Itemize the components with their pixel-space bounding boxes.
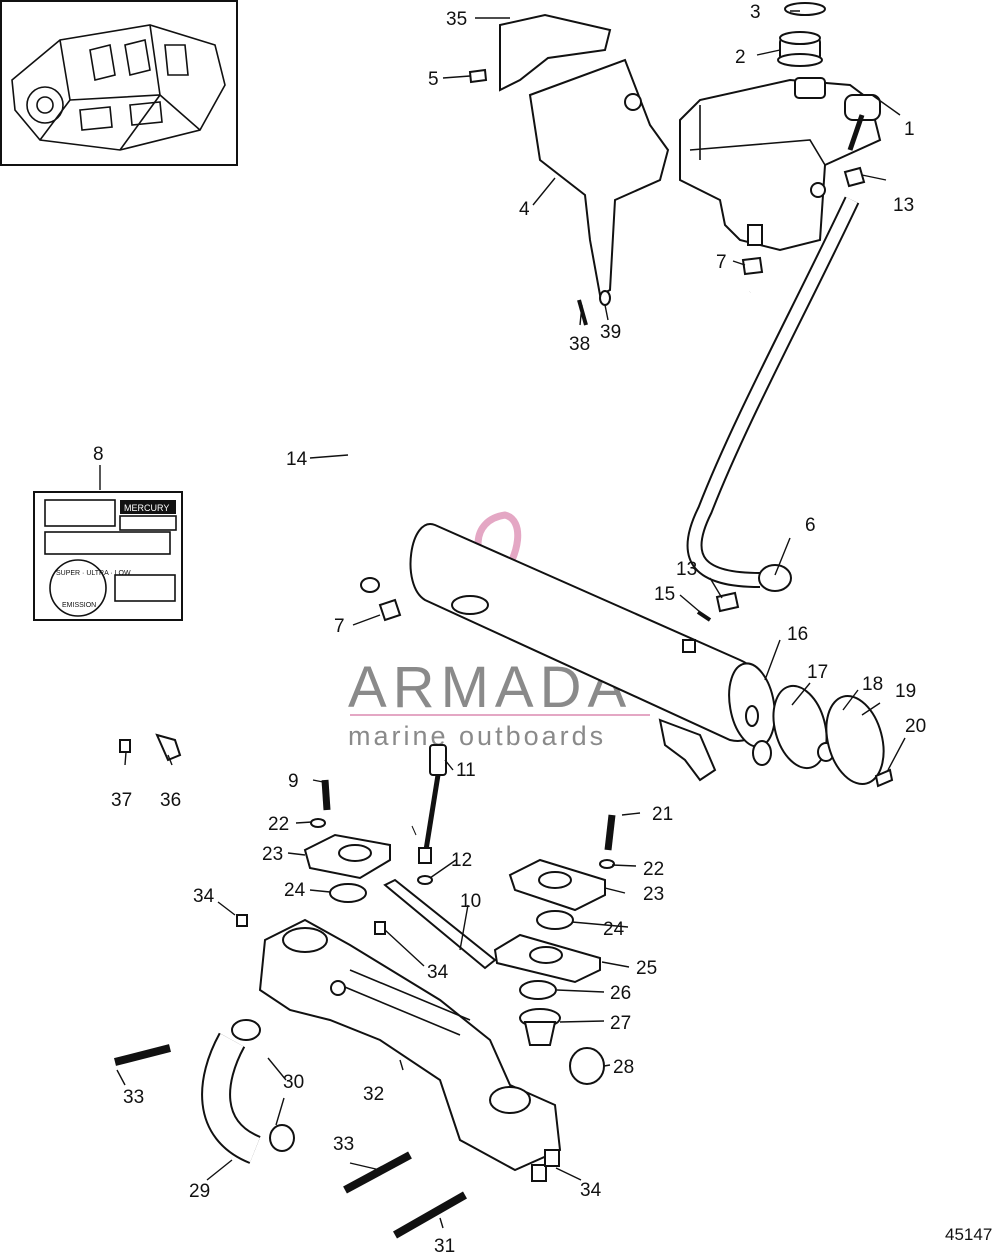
callout-37: 37 [111,790,132,811]
callout-27: 27 [610,1013,631,1034]
callout-9: 9 [288,771,299,792]
callout-13a: 13 [893,195,914,216]
o-ring-24-right [536,910,574,930]
cap-seal [784,2,826,16]
callout-32: 32 [363,1084,384,1105]
coolant-reservoir [679,77,882,252]
callout-15: 15 [654,584,675,605]
callout-25: 25 [636,958,657,979]
callout-10: 10 [460,891,481,912]
callout-39: 39 [600,322,621,343]
callout-5: 5 [428,69,439,90]
callout-26: 26 [610,983,631,1004]
callout-29: 29 [189,1181,210,1202]
callout-18: 18 [862,674,883,695]
callout-21: 21 [652,804,673,825]
callout-33b: 33 [333,1134,354,1155]
callout-33a: 33 [123,1087,144,1108]
end-cap-19 [825,694,885,786]
decal-sheet: MERCURY SUPER · ULTRA · LOW EMISSION [33,491,183,621]
callout-17: 17 [807,662,828,683]
watermark-tagline: marine outboards [348,721,606,751]
callout-3: 3 [750,2,761,23]
callout-23a: 23 [262,844,283,865]
callout-24a: 24 [284,880,306,901]
callout-34a: 34 [193,886,215,907]
callout-28: 28 [613,1057,634,1078]
callout-12: 12 [451,850,472,871]
decal-seal-top: SUPER · ULTRA · LOW [56,570,131,577]
strip-10 [383,878,497,970]
callout-13b: 13 [676,559,697,580]
fasteners [114,68,866,1239]
callout-7a: 7 [716,252,727,273]
callout-11: 11 [456,760,476,781]
bracket-4 [528,58,670,297]
callout-8: 8 [93,444,104,465]
bracket-35 [499,13,612,92]
manifold [258,918,562,1172]
reservoir-cap [777,31,823,67]
callout-4: 4 [519,199,530,220]
end-cap-gasket [772,684,828,770]
callout-14: 14 [286,449,308,470]
callout-6: 6 [805,515,816,536]
heat-exchanger [409,523,776,782]
callout-22a: 22 [268,814,289,835]
callout-23b: 23 [643,884,664,905]
engine-thumbnail [0,0,238,166]
leader-lines [99,10,906,1229]
temperature-sender [418,744,447,864]
callout-22b: 22 [643,859,664,880]
o-ring-24-left [329,883,367,903]
o-ring-28 [569,1047,605,1085]
callout-2: 2 [735,47,746,68]
callout-38: 38 [569,334,590,355]
callout-19: 19 [895,681,916,702]
callout-20: 20 [905,716,926,737]
callout-31: 31 [434,1236,455,1254]
seal-26 [519,980,557,1000]
callout-16: 16 [787,624,808,645]
callout-35: 35 [446,9,467,30]
decal-seal-bottom: EMISSION [62,602,96,609]
callout-7b: 7 [334,616,345,637]
callout-36: 36 [160,790,181,811]
decal-brand: MERCURY [124,503,169,513]
callout-1: 1 [904,119,915,140]
callouts: 1 2 3 4 5 6 7 7 8 9 10 11 12 13 13 14 15… [93,2,926,1254]
thermostat [519,1008,561,1046]
figure-number: 45147 [945,1225,992,1244]
callout-34c: 34 [580,1180,602,1201]
callout-30: 30 [283,1072,304,1093]
callout-24b: 24 [603,919,625,940]
callout-34b: 34 [427,962,449,983]
